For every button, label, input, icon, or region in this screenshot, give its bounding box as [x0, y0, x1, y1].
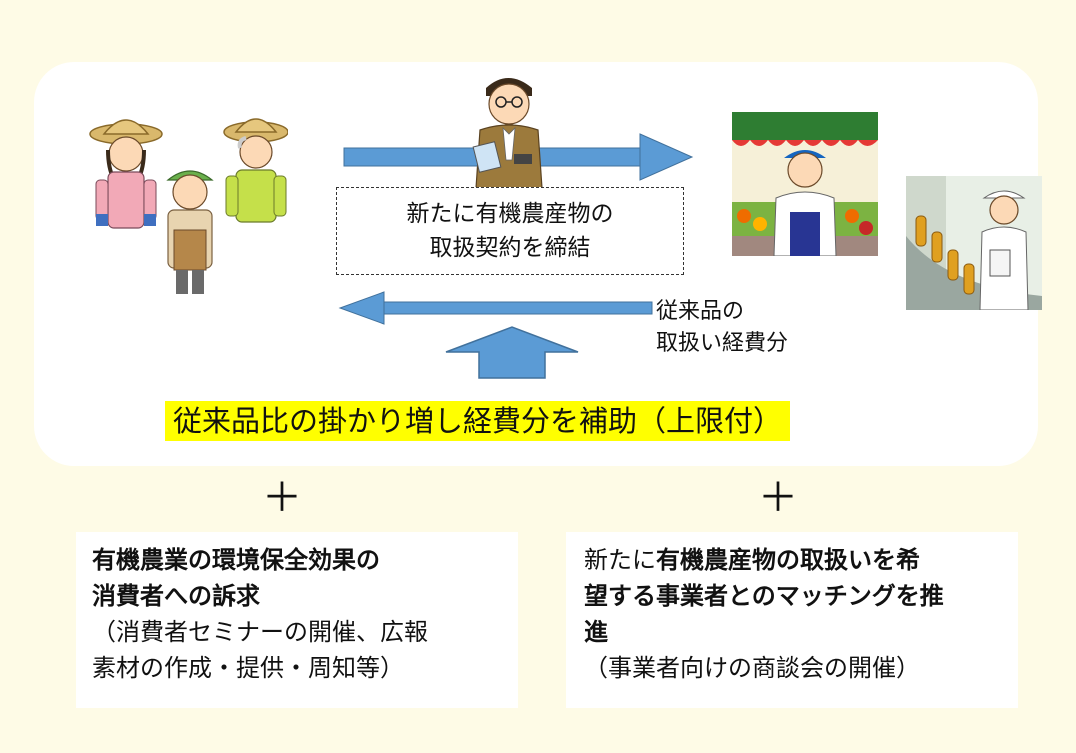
right-box-bold-3: 進	[584, 618, 608, 646]
left-box-bold-2: 消費者への訴求	[92, 582, 260, 610]
right-box-bold-1: 有機農産物の取扱いを希	[656, 546, 920, 574]
contract-line-1: 新たに有機農産物の	[406, 201, 614, 227]
left-box-normal-2: 素材の作成・提供・周知等）	[92, 654, 404, 682]
contract-line-2: 取扱契約を締結	[429, 235, 591, 261]
contract-arrow-head	[639, 133, 694, 181]
farmers-illustration	[89, 118, 288, 294]
left-box-normal-1: （消費者セミナーの開催、広報	[92, 618, 428, 646]
shop-illustration	[732, 112, 878, 256]
consumer-outreach-box: 有機農業の環境保全効果の 消費者への訴求 （消費者セミナーの開催、広報 素材の作…	[76, 532, 518, 708]
subsidy-up-arrow	[445, 326, 579, 379]
cost-line-2: 取扱い経費分	[656, 331, 789, 356]
right-box-line-1: 新たに有機農産物の取扱いを希	[584, 542, 1018, 578]
plus-left: ＋	[262, 475, 302, 521]
right-box-bold-2: 望する事業者とのマッチングを推	[584, 582, 944, 610]
cost-arrow-head	[338, 291, 385, 325]
right-box-prefix: 新たに	[584, 546, 656, 574]
business-matching-box: 新たに有機農産物の取扱いを希 望する事業者とのマッチングを推 進 （事業者向けの…	[566, 532, 1018, 708]
contract-box: 新たに有機農産物の 取扱契約を締結	[336, 187, 684, 275]
plus-right: ＋	[758, 475, 798, 521]
subsidy-highlight: 従来品比の掛かり増し経費分を補助（上限付）	[165, 401, 791, 441]
cost-arrow-shaft	[379, 301, 653, 315]
left-box-bold-1: 有機農業の環境保全効果の	[92, 546, 380, 574]
cost-label: 従来品の 取扱い経費分	[656, 296, 788, 360]
factory-illustration	[906, 176, 1042, 310]
cost-line-1: 従来品の	[656, 299, 745, 324]
right-box-normal-1: （事業者向けの商談会の開催）	[584, 654, 920, 682]
buyer-illustration	[472, 78, 543, 188]
